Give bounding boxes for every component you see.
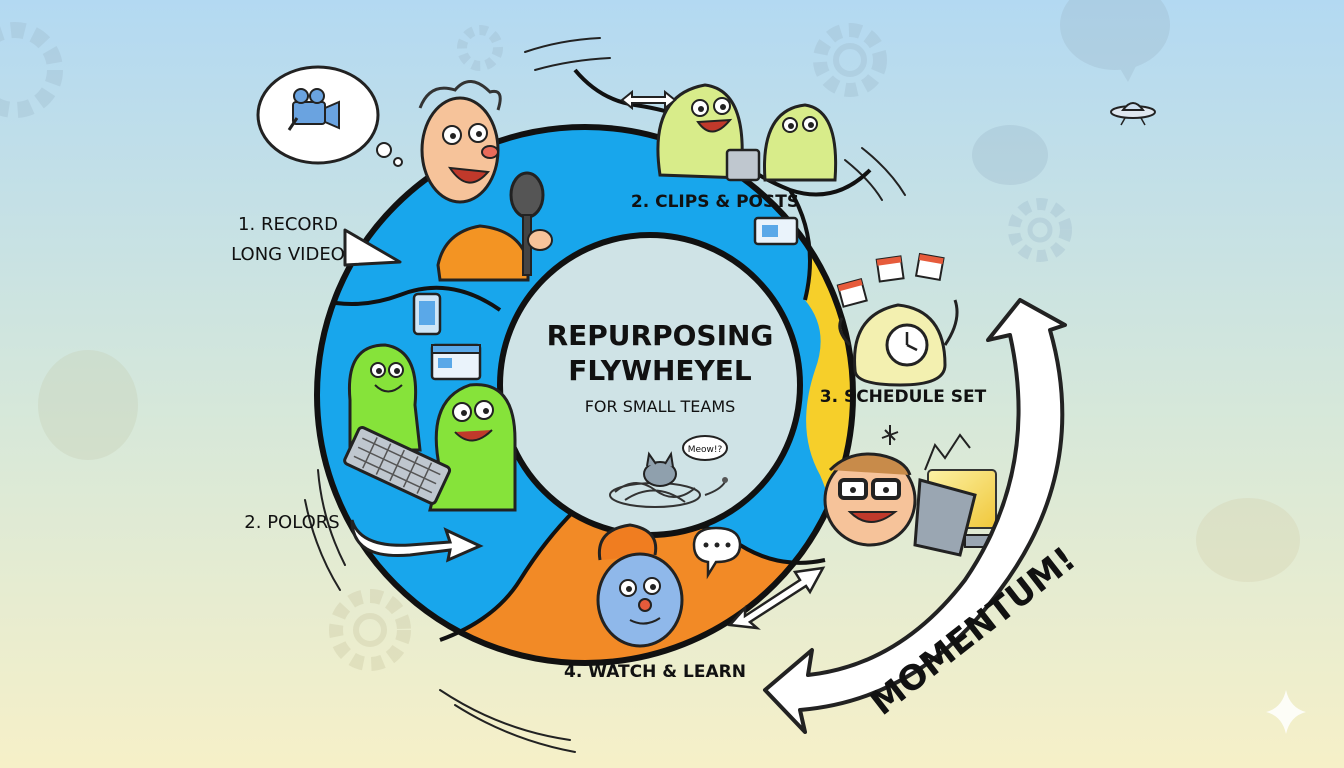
keyboard-icon bbox=[343, 426, 452, 505]
center-subtitle: FOR SMALL TEAMS bbox=[585, 397, 736, 416]
thought-bubble bbox=[256, 65, 403, 167]
record-label-line1: 1. RECORD bbox=[238, 214, 338, 235]
sparkle-icon bbox=[1266, 690, 1306, 734]
ufo-icon bbox=[1110, 102, 1156, 126]
cat-speech-bubble: Meow!? bbox=[682, 435, 728, 461]
gear-icon bbox=[457, 25, 503, 71]
microphone-icon bbox=[509, 171, 553, 276]
browser-window-icon bbox=[430, 343, 482, 381]
segment-label-watch-learn: 4. WATCH & LEARN bbox=[564, 662, 746, 682]
segment-label-clips-posts: 2. CLIPS & POSTS bbox=[631, 192, 799, 212]
browser-window-icon bbox=[753, 216, 799, 246]
gear-icon bbox=[329, 589, 411, 671]
gear-icon bbox=[0, 22, 63, 118]
trend-line bbox=[924, 433, 971, 471]
momentum-arrow bbox=[763, 298, 1067, 734]
record-label-line2: LONG VIDEO bbox=[231, 244, 345, 265]
svg-text:Meow!?: Meow!? bbox=[688, 445, 723, 455]
computer-user-character bbox=[823, 452, 917, 547]
center-title-line1: REPURPOSING bbox=[547, 319, 774, 352]
green-blob-characters-keyboard bbox=[347, 343, 517, 512]
speech-bubble-icon bbox=[692, 526, 742, 580]
spark-icon bbox=[881, 425, 899, 445]
calendar-icon bbox=[836, 252, 945, 308]
motion-streaks bbox=[304, 37, 906, 753]
double-arrow-icon bbox=[727, 566, 826, 630]
segment-label-schedule-set: 3. SCHEDULE SET bbox=[820, 387, 987, 407]
gear-icon bbox=[813, 23, 887, 97]
computer-monitor-icon bbox=[913, 469, 997, 557]
phone-icon bbox=[412, 292, 442, 336]
background-decoration bbox=[0, 0, 1300, 671]
double-arrow-icon bbox=[620, 89, 677, 111]
center-title-line2: FLYWHEYEL bbox=[568, 354, 752, 387]
green-blob-characters-clips bbox=[656, 83, 838, 182]
clock-icon bbox=[885, 323, 929, 367]
gear-icon bbox=[1008, 198, 1072, 262]
polors-label: 2. POLORS bbox=[244, 512, 339, 533]
record-arrow bbox=[343, 228, 402, 267]
cat-icon bbox=[609, 451, 728, 508]
video-camera-icon bbox=[287, 88, 340, 131]
learner-character bbox=[596, 523, 684, 648]
speech-bubble-icon bbox=[38, 0, 1300, 582]
polors-arrow bbox=[350, 519, 484, 563]
